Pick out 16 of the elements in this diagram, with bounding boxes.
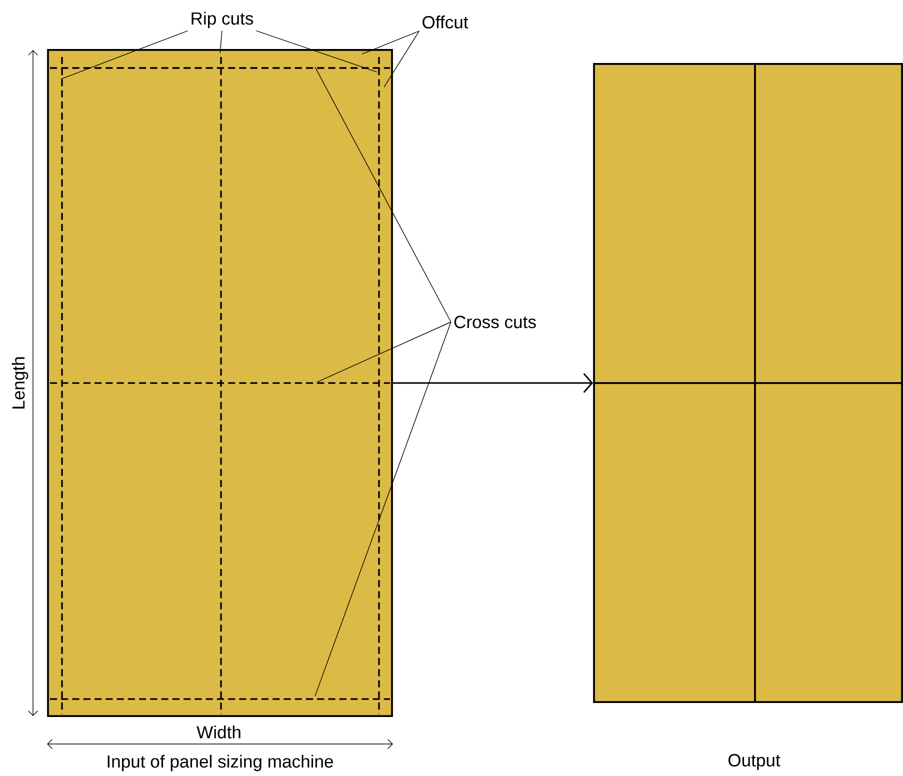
leader-line [384, 30, 420, 88]
panel-board [593, 63, 903, 703]
arrow [392, 373, 594, 393]
callout-label: Cross cuts [454, 316, 536, 328]
leader-line [316, 322, 452, 382]
leader-line [314, 322, 452, 696]
leader-line [60, 30, 188, 80]
leader-line [220, 30, 222, 54]
leader-line [362, 30, 420, 54]
panel-caption: Input of panel sizing machine [108, 754, 333, 772]
leader-line [256, 30, 378, 72]
leader-line [314, 66, 452, 322]
panel-caption: Output [728, 754, 780, 770]
callout-label: Offcut [422, 16, 468, 28]
callout-label: Rip cuts [192, 12, 254, 28]
dimension-label: Length [12, 357, 28, 408]
